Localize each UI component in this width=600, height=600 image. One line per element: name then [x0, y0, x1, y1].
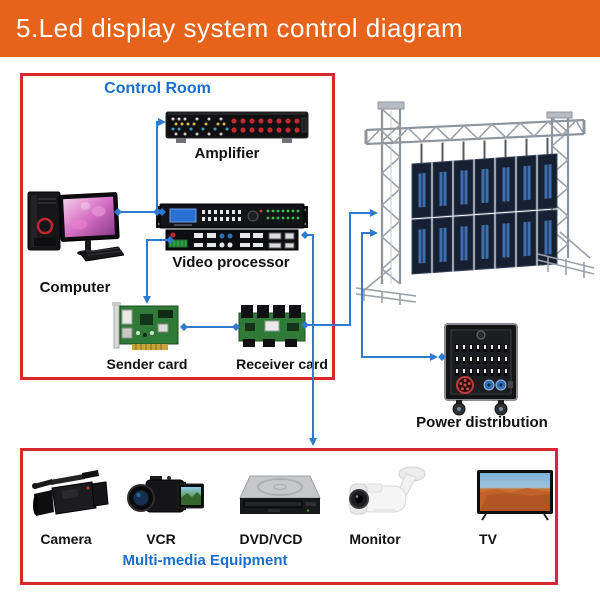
- amplifier-label: Amplifier: [194, 145, 260, 162]
- tv-icon: [477, 470, 553, 521]
- power-distribution-icon: [444, 323, 518, 416]
- monitor-label: Monitor: [349, 531, 401, 547]
- power-distribution-illustration: [441, 322, 521, 416]
- multimedia-label: Multi-media Equipment: [122, 552, 288, 569]
- led-display-icon: [355, 101, 595, 305]
- amplifier-icon: [165, 111, 309, 143]
- receiver-card-label: Receiver card: [236, 356, 328, 372]
- dvd-label: DVD/VCD: [239, 531, 303, 547]
- vcr-label: VCR: [146, 531, 176, 547]
- control-room-label: Control Room: [104, 80, 211, 97]
- computer-illustration: [24, 186, 124, 266]
- video-processor-illustration: [156, 202, 308, 254]
- vcr-illustration: [126, 470, 204, 522]
- sender-card-icon: [112, 302, 179, 350]
- power-distribution-label: Power distribution: [416, 414, 548, 431]
- vcr-icon: [127, 476, 204, 513]
- led-display-illustration: [352, 92, 597, 310]
- tv-illustration: [477, 470, 553, 522]
- dvd-illustration: [238, 472, 322, 522]
- video-processor-label: Video processor: [172, 254, 290, 271]
- multimedia-frame: [20, 448, 558, 585]
- sender-card-label: Sender card: [106, 356, 188, 372]
- camera-icon: [32, 470, 109, 516]
- amplifier-illustration: [164, 110, 310, 146]
- camera-label: Camera: [40, 531, 92, 547]
- dvd-icon: [239, 475, 321, 514]
- tv-label: TV: [479, 531, 497, 547]
- computer-icon: [27, 191, 124, 262]
- camera-illustration: [32, 466, 112, 524]
- receiver-card-illustration: [237, 303, 307, 349]
- computer-label: Computer: [39, 279, 111, 296]
- monitor-illustration: [348, 464, 432, 522]
- page-header: 5.Led display system control diagram: [0, 0, 600, 57]
- sender-card-illustration: [112, 300, 182, 354]
- page-title: 5.Led display system control diagram: [16, 13, 464, 43]
- receiver-card-icon: [238, 305, 306, 347]
- monitor-icon: [349, 466, 426, 515]
- video-processor-icon: [156, 203, 308, 251]
